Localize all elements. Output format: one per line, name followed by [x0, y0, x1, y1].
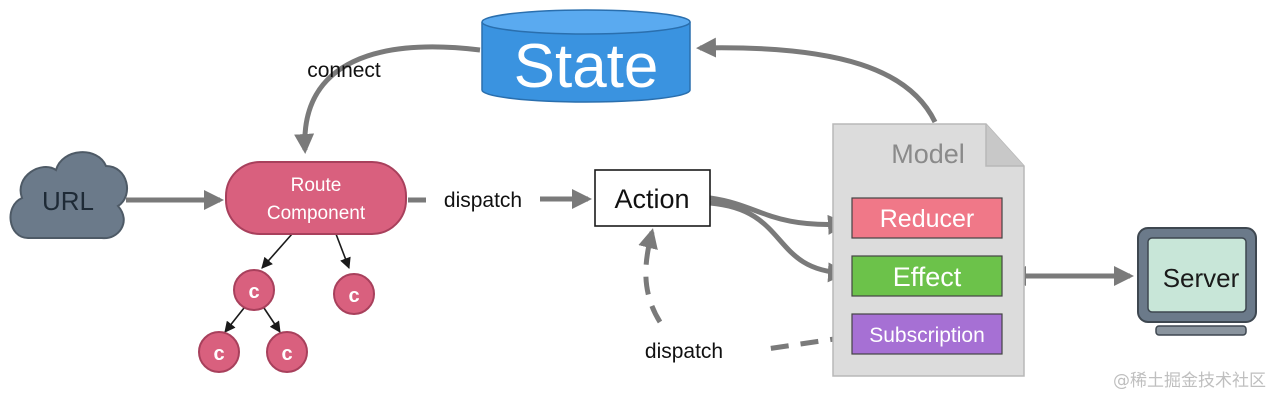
route-label-line1: Route	[291, 175, 342, 196]
route-label-line2: Component	[267, 203, 366, 224]
model-label: Model	[891, 139, 965, 169]
model-node: Model Reducer Effect Subscription	[832, 123, 1025, 377]
server-node: Server	[1137, 227, 1257, 336]
subscription-label: Subscription	[869, 324, 985, 347]
child-label: c	[281, 343, 292, 365]
action-to-effect-arrow	[709, 200, 848, 283]
route-to-c1-arrow	[261, 233, 293, 269]
cloud-icon	[9, 151, 128, 240]
url-node: URL	[9, 151, 128, 240]
subscription-box: Subscription	[851, 313, 1003, 355]
child-label: c	[348, 285, 359, 307]
dispatch-label-route: dispatch	[444, 189, 522, 212]
child-components: c c c c	[198, 269, 375, 373]
child-label: c	[248, 281, 259, 303]
reducer-label: Reducer	[880, 205, 975, 233]
child-component-4: c	[266, 331, 308, 373]
connect-label: connect	[307, 59, 381, 82]
state-node: State	[481, 9, 691, 103]
c1-to-c4-arrow	[263, 307, 281, 333]
state-label: State	[514, 32, 659, 101]
edges	[126, 37, 1134, 353]
effect-box: Effect	[851, 255, 1003, 297]
c1-to-c3-arrow	[224, 307, 245, 333]
child-component-1: c	[233, 269, 275, 311]
watermark: @稀土掘金技术社区	[1113, 371, 1266, 391]
model-to-state-arrow	[696, 37, 938, 124]
subscription-to-action-arrow	[638, 228, 663, 324]
route-to-c2-arrow	[335, 233, 351, 270]
effect-label: Effect	[893, 262, 962, 292]
reducer-box: Reducer	[851, 197, 1003, 239]
server-label: Server	[1163, 263, 1240, 293]
child-label: c	[213, 343, 224, 365]
child-component-3: c	[198, 331, 240, 373]
action-label: Action	[614, 184, 689, 214]
dispatch-label-subscription: dispatch	[645, 340, 723, 363]
action-to-reducer-arrow	[709, 195, 848, 235]
url-label: URL	[42, 186, 94, 216]
route-component-node: Route Component	[225, 161, 407, 235]
child-component-2: c	[333, 273, 375, 315]
action-node: Action	[594, 169, 711, 227]
connect-arrow	[294, 44, 481, 154]
